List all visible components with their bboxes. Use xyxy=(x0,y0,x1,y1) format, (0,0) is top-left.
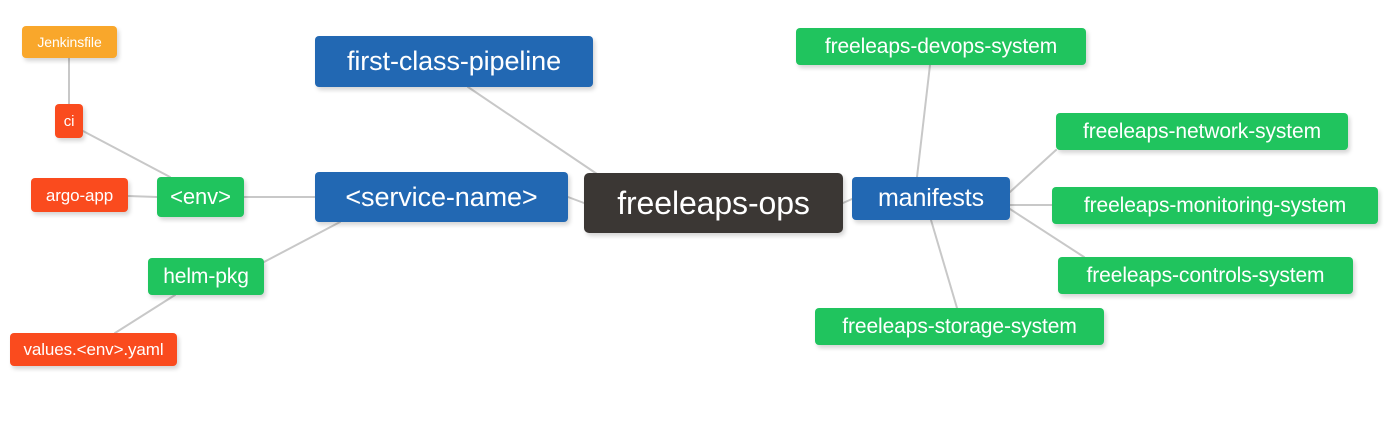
mindmap-node-first-class-pipeline[interactable]: first-class-pipeline xyxy=(315,36,593,87)
mindmap-node-argo-app[interactable]: argo-app xyxy=(31,178,128,212)
mindmap-node-network-system[interactable]: freeleaps-network-system xyxy=(1056,113,1348,150)
mindmap-node-manifests[interactable]: manifests xyxy=(852,177,1010,220)
mindmap-edge-freeleaps-ops-to-service-name xyxy=(567,196,585,204)
mindmap-node-helm-pkg[interactable]: helm-pkg xyxy=(148,258,264,295)
mindmap-node-jenkinsfile[interactable]: Jenkinsfile xyxy=(22,26,117,58)
mindmap-node-devops-system[interactable]: freeleaps-devops-system xyxy=(796,28,1086,65)
mindmap-edge-service-name-to-helm-pkg xyxy=(263,221,341,263)
mindmap-edge-manifests-to-devops-system xyxy=(916,64,931,178)
mindmap-node-env[interactable]: <env> xyxy=(157,177,244,217)
mindmap-edge-freeleaps-ops-to-first-class-pipeline xyxy=(467,86,601,177)
mindmap-node-storage-system[interactable]: freeleaps-storage-system xyxy=(815,308,1104,345)
mindmap-edge-manifests-to-storage-system xyxy=(930,219,958,309)
mindmap-edge-env-to-argo-app xyxy=(127,195,158,198)
mindmap-edge-manifests-to-network-system xyxy=(1009,149,1057,193)
mindmap-node-freeleaps-ops[interactable]: freeleaps-ops xyxy=(584,173,843,233)
mindmap-node-monitoring-system[interactable]: freeleaps-monitoring-system xyxy=(1052,187,1378,224)
mindmap-edge-env-to-ci xyxy=(82,130,171,178)
mindmap-node-service-name[interactable]: <service-name> xyxy=(315,172,568,222)
mindmap-edge-helm-pkg-to-values-yaml xyxy=(114,294,176,334)
mindmap-node-values-yaml[interactable]: values.<env>.yaml xyxy=(10,333,177,366)
mindmap-node-controls-system[interactable]: freeleaps-controls-system xyxy=(1058,257,1353,294)
mindmap-edge-freeleaps-ops-to-manifests xyxy=(842,198,853,204)
mindmap-node-ci[interactable]: ci xyxy=(55,104,83,138)
